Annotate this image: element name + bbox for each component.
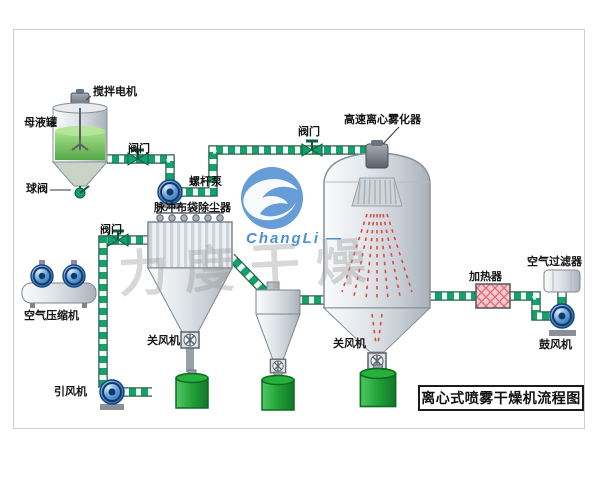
- heater-icon: [475, 283, 511, 309]
- cyclone-to-bagfilter-duct: [227, 253, 269, 296]
- centrifugal-atomizer-icon: [365, 143, 389, 169]
- collection-tank-left: [175, 369, 209, 409]
- feed-pipe-tank-to-pump: [107, 154, 175, 181]
- cyclone-separator: [255, 281, 301, 361]
- dryer-cone: [322, 307, 432, 353]
- collection-tank-right: [359, 363, 397, 408]
- label-top-valve: 阀门: [298, 126, 320, 138]
- rotary-valve-cyclone-icon: [269, 358, 287, 374]
- tank-cone: [51, 161, 109, 187]
- label-atomizer: 高速离心雾化器: [344, 114, 421, 126]
- ball-valve-icon: [74, 185, 90, 199]
- screw-pump-icon: [157, 179, 183, 208]
- induced-draft-fan-icon: [99, 379, 125, 410]
- pulse-bag-dust-collector: [147, 212, 233, 333]
- distributor-hatch: [357, 179, 397, 205]
- stirrer-impeller: [71, 142, 89, 151]
- blower-icon: [549, 303, 576, 336]
- label-heater: 加热器: [469, 271, 502, 283]
- mother-liquor-tank: [51, 89, 109, 187]
- label-ball-valve: 球阀: [26, 183, 48, 195]
- label-induced-draft-fan: 引风机: [54, 386, 87, 398]
- collection-tank-middle: [261, 371, 295, 411]
- motor-cap: [76, 89, 84, 94]
- rotary-valve-left-icon: [180, 331, 200, 349]
- label-mother-liquor-tank: 母液罐: [24, 117, 57, 129]
- exhaust-pipe-bagfilter-to-fan: [98, 235, 148, 388]
- leader-lines: [50, 95, 400, 191]
- label-feed-valve: 阀门: [128, 143, 150, 155]
- label-blower: 鼓风机: [539, 339, 572, 351]
- air-pipe-blower-to-heater: [509, 291, 551, 321]
- piping-network: [98, 145, 567, 397]
- air-compressor-icon: [21, 260, 97, 308]
- air-filter-icon: [543, 269, 581, 293]
- bag-filter-body: [147, 221, 233, 269]
- pulse-valves: [156, 214, 224, 222]
- diagram-frame: [13, 29, 585, 429]
- spray-dryer-chamber: [322, 140, 432, 353]
- spray-pattern: [341, 213, 413, 345]
- diagram-title: 离心式喷雾干燥机流程图: [418, 385, 584, 411]
- bag-filter-cone: [147, 267, 233, 333]
- label-screw-pump: 螺杆泵: [189, 176, 222, 188]
- label-exhaust-valve: 阀门: [100, 224, 122, 236]
- label-air-compressor: 空气压缩机: [24, 310, 79, 322]
- label-stirring-motor: 搅拌电机: [93, 86, 137, 98]
- label-air-filter: 空气过滤器: [527, 256, 582, 268]
- feed-pipe-pump-to-atomizer: [181, 145, 372, 197]
- connector-left: [186, 348, 194, 372]
- label-bag-filter: 脉冲布袋除尘器: [154, 202, 231, 214]
- label-rotary-valve-right: 关风机: [333, 338, 366, 350]
- label-rotary-valve-left: 关风机: [147, 335, 180, 347]
